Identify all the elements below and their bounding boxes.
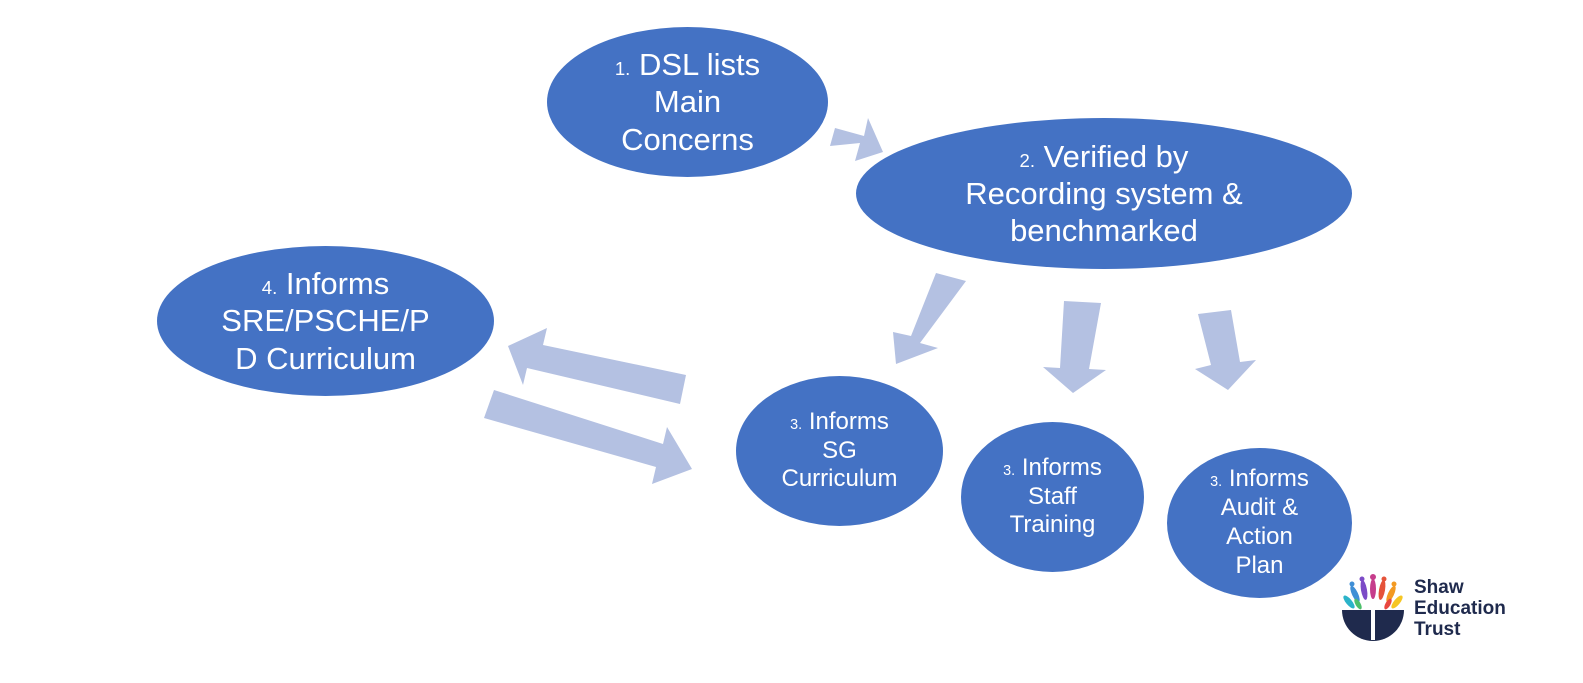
arrow-3-to-4: [508, 328, 686, 404]
node-1-number: 1.: [614, 58, 631, 80]
node-3-informs-staff-training: 3. Informs Staff Training: [961, 422, 1144, 572]
node-3-informs-audit-action-plan: 3. Informs Audit & Action Plan: [1167, 448, 1352, 598]
arrows-group: [484, 118, 1256, 484]
node-3c-number: 3.: [1210, 474, 1223, 491]
node-3c-line-4: Plan: [1235, 551, 1284, 579]
node-1-dsl-lists-main-concerns: 1. DSL lists Main Concerns: [547, 27, 828, 177]
node-1-line-2: Main: [653, 84, 722, 120]
arrow-4-to-3: [484, 390, 692, 484]
node-3-informs-sg-curriculum: 3. Informs SG Curriculum: [736, 376, 943, 526]
node-1-line-3: Concerns: [621, 121, 754, 157]
node-2-line-3: benchmarked: [1010, 213, 1198, 249]
logo-text-line-1: Shaw: [1414, 577, 1464, 598]
node-4-number: 4.: [261, 277, 278, 299]
node-3c-line-1: Informs: [1228, 465, 1309, 493]
node-3a-line-3: Curriculum: [781, 465, 898, 493]
node-3a-line-1: Informs: [808, 407, 889, 435]
node-2-line-1: Verified by: [1043, 138, 1189, 174]
node-3b-line-3: Training: [1009, 511, 1096, 539]
arrow-2-to-3-sg: [893, 273, 966, 364]
node-4-line-2: SRE/PSCHE/P: [221, 303, 430, 339]
node-2-verified-by-recording-system: 2. Verified by Recording system & benchm…: [856, 118, 1352, 269]
node-2-line-2: Recording system &: [965, 175, 1243, 211]
node-3b-line-1: Informs: [1021, 453, 1102, 481]
node-3a-line-2: SG: [822, 436, 857, 464]
arrow-1-to-2: [830, 118, 883, 161]
shaw-education-trust-logo: Shaw Education Trust: [1336, 568, 1536, 648]
node-3c-line-2: Audit &: [1220, 494, 1299, 522]
node-4-line-1: Informs: [285, 266, 390, 302]
logo-text-line-2: Education: [1414, 598, 1506, 619]
arrow-2-to-3-staff: [1043, 301, 1106, 393]
node-4-line-3: D Curriculum: [235, 340, 416, 376]
node-3b-line-2: Staff: [1028, 482, 1077, 510]
arrow-2-to-3-audit: [1195, 310, 1256, 390]
node-3a-number: 3.: [790, 416, 803, 433]
node-1-line-1: DSL lists: [638, 47, 761, 83]
node-3c-line-3: Action: [1226, 523, 1293, 550]
logo-mark-icon: [1342, 574, 1404, 641]
node-3b-number: 3.: [1003, 462, 1016, 479]
node-2-number: 2.: [1019, 149, 1036, 171]
node-4-informs-sre-psche-pd-curriculum: 4. Informs SRE/PSCHE/P D Curriculum: [157, 246, 494, 396]
logo-text-line-3: Trust: [1414, 619, 1461, 640]
